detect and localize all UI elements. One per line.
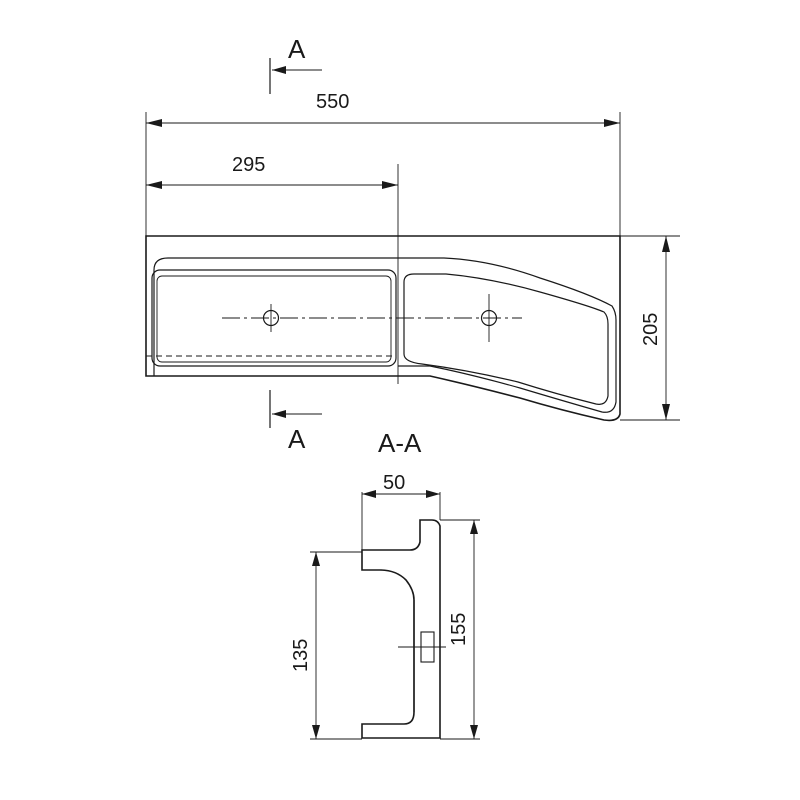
section-marker-bottom: A (269, 390, 322, 454)
dim-height: 205 (620, 235, 680, 421)
dim-height-value: 205 (640, 313, 662, 346)
section-hatched-body (361, 519, 441, 739)
plan-outer-outline (145, 235, 621, 422)
dim-section-outer-height-value: 155 (448, 613, 470, 646)
section-marker-top-label: A (288, 34, 306, 64)
plan-view (145, 164, 621, 422)
dim-section-depth-value: 50 (383, 472, 405, 494)
section-view (361, 519, 446, 739)
plan-right-rim (398, 257, 617, 413)
plan-left-pocket-inner (156, 275, 392, 363)
plan-right-pocket (403, 273, 609, 405)
dim-partial-length: 295 (146, 154, 398, 189)
dim-overall-length-value: 550 (316, 91, 349, 113)
dim-section-inner-height: 135 (290, 551, 362, 740)
dim-partial-length-value: 295 (232, 154, 265, 176)
dim-overall-length: 550 (145, 91, 621, 236)
dim-section-depth: 50 (361, 472, 441, 550)
dim-section-inner-height-value: 135 (290, 639, 312, 672)
plan-left-rim (153, 257, 398, 376)
dim-section-outer-height: 155 (440, 519, 480, 740)
section-marker-bottom-label: A (288, 424, 306, 454)
section-view-title: A-A (378, 428, 422, 458)
section-marker-top: A (269, 34, 322, 94)
